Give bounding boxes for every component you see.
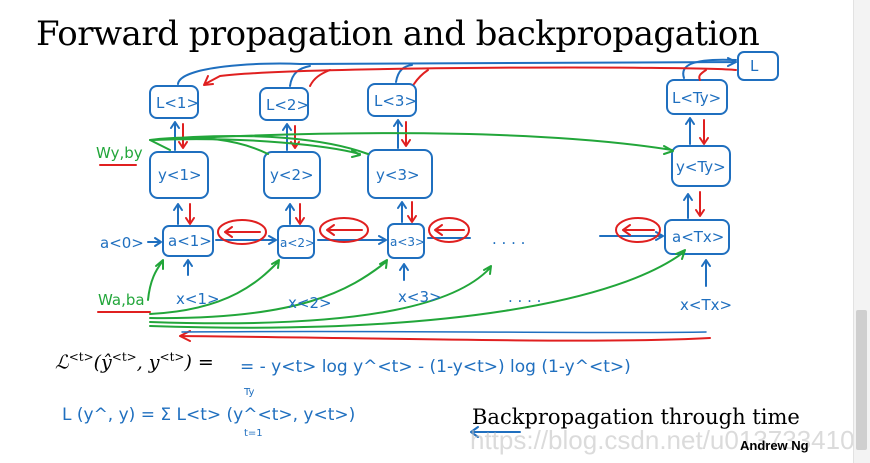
- formula-loss-rhs: = - y<t> log y^<t> - (1-y<t>) log (1-y^<…: [240, 357, 631, 377]
- loss-box-3: [367, 83, 417, 117]
- back-circle-3: [428, 217, 470, 243]
- loss-label-3: L<3>: [374, 92, 417, 110]
- watermark: https://blog.csdn.net/u013733410: [470, 425, 855, 455]
- arrow-x1-a1: [183, 259, 193, 276]
- arrow-atx-yhatty: [683, 193, 693, 219]
- arrow-a0-a1: [147, 237, 162, 247]
- loss-box-2: [259, 87, 309, 121]
- param-a-label: Wa,ba: [98, 291, 145, 309]
- back-yhat2-a2: [295, 203, 305, 225]
- yhat-box-2: [263, 151, 321, 199]
- yhat-label-3: y<3>: [376, 166, 420, 184]
- arrow-yhat3-loss3: [393, 119, 403, 149]
- arrow-x3-a3: [399, 263, 409, 281]
- yhat-box-1: [149, 151, 209, 199]
- caption-arrow: [470, 426, 521, 438]
- a-box-1: [162, 225, 214, 257]
- slide-caption: Backpropagation through time: [472, 405, 800, 429]
- loss-box-1: [149, 85, 199, 119]
- back-lossty-yhatty: [699, 119, 709, 145]
- yhat-label-2: y<2>: [270, 166, 314, 184]
- back-circle-2: [319, 217, 369, 243]
- yhat-label-ty: y<Ty>: [676, 158, 726, 176]
- yhat-box-ty: [671, 145, 731, 187]
- a-label-1: a<1>: [168, 232, 212, 250]
- loss-label-2: L<2>: [266, 96, 309, 114]
- arrow-loss-to-total: [177, 57, 737, 85]
- x-label-3: x<3>: [398, 288, 442, 306]
- arrow-a3-yhat3: [397, 201, 407, 223]
- loss-label-1: L<1>: [156, 94, 199, 112]
- total-loss-label: L: [750, 57, 759, 75]
- total-loss-box: [737, 51, 779, 81]
- param-a-arrows: [147, 259, 164, 301]
- x-label-tx: x<Tx>: [680, 296, 732, 314]
- back-total-to-losses: [203, 66, 737, 86]
- yhat-box-3: [367, 149, 433, 199]
- back-loss1-yhat1: [178, 123, 188, 149]
- back-yhat3-a3: [407, 201, 417, 223]
- formula-total: L (y^, y) = Σ L<t> (y^<t>, y<t>): [62, 405, 355, 425]
- ellipsis-x: . . . .: [508, 288, 541, 306]
- sum-top: Ty: [243, 387, 255, 398]
- arrow-a1-yhat1: [173, 203, 183, 225]
- ellipsis-a: . . . .: [492, 230, 525, 248]
- arrow-yhat1-loss1: [170, 121, 180, 151]
- slide-author: Andrew Ng: [740, 438, 809, 453]
- x-label-1: x<1>: [176, 290, 220, 308]
- a-box-tx: [664, 219, 730, 255]
- back-circle-1: [217, 219, 267, 245]
- scrollbar-thumb[interactable]: [856, 310, 867, 450]
- a-label-2: a<2>: [280, 236, 315, 250]
- a0-label: a<0>: [100, 234, 144, 252]
- back-yhat1-a1: [185, 203, 195, 225]
- slide-title: Forward propagation and backpropagation: [36, 14, 760, 54]
- arrow-xtx-atx: [701, 259, 711, 287]
- x-label-2: x<2>: [288, 294, 332, 312]
- sum-bottom: t=1: [244, 428, 263, 439]
- yhat-label-1: y<1>: [158, 166, 202, 184]
- arrow-yhatty-lossty: [685, 117, 695, 145]
- a-box-3: [387, 223, 425, 259]
- loss-formula-lhs: ℒ<t>(ŷ<t>, y<t>) =: [55, 350, 214, 374]
- loss-label-ty: L<Ty>: [672, 89, 721, 107]
- loss-box-ty: [666, 79, 728, 115]
- a-label-tx: a<Tx>: [672, 228, 724, 246]
- param-y-label: Wy,by: [96, 144, 143, 162]
- a-label-3: a<3>: [390, 235, 425, 249]
- back-circle-4: [615, 217, 661, 243]
- back-yhatty-atx: [695, 191, 705, 217]
- arrow-a2-yhat2: [285, 203, 295, 225]
- a-box-2: [277, 225, 315, 259]
